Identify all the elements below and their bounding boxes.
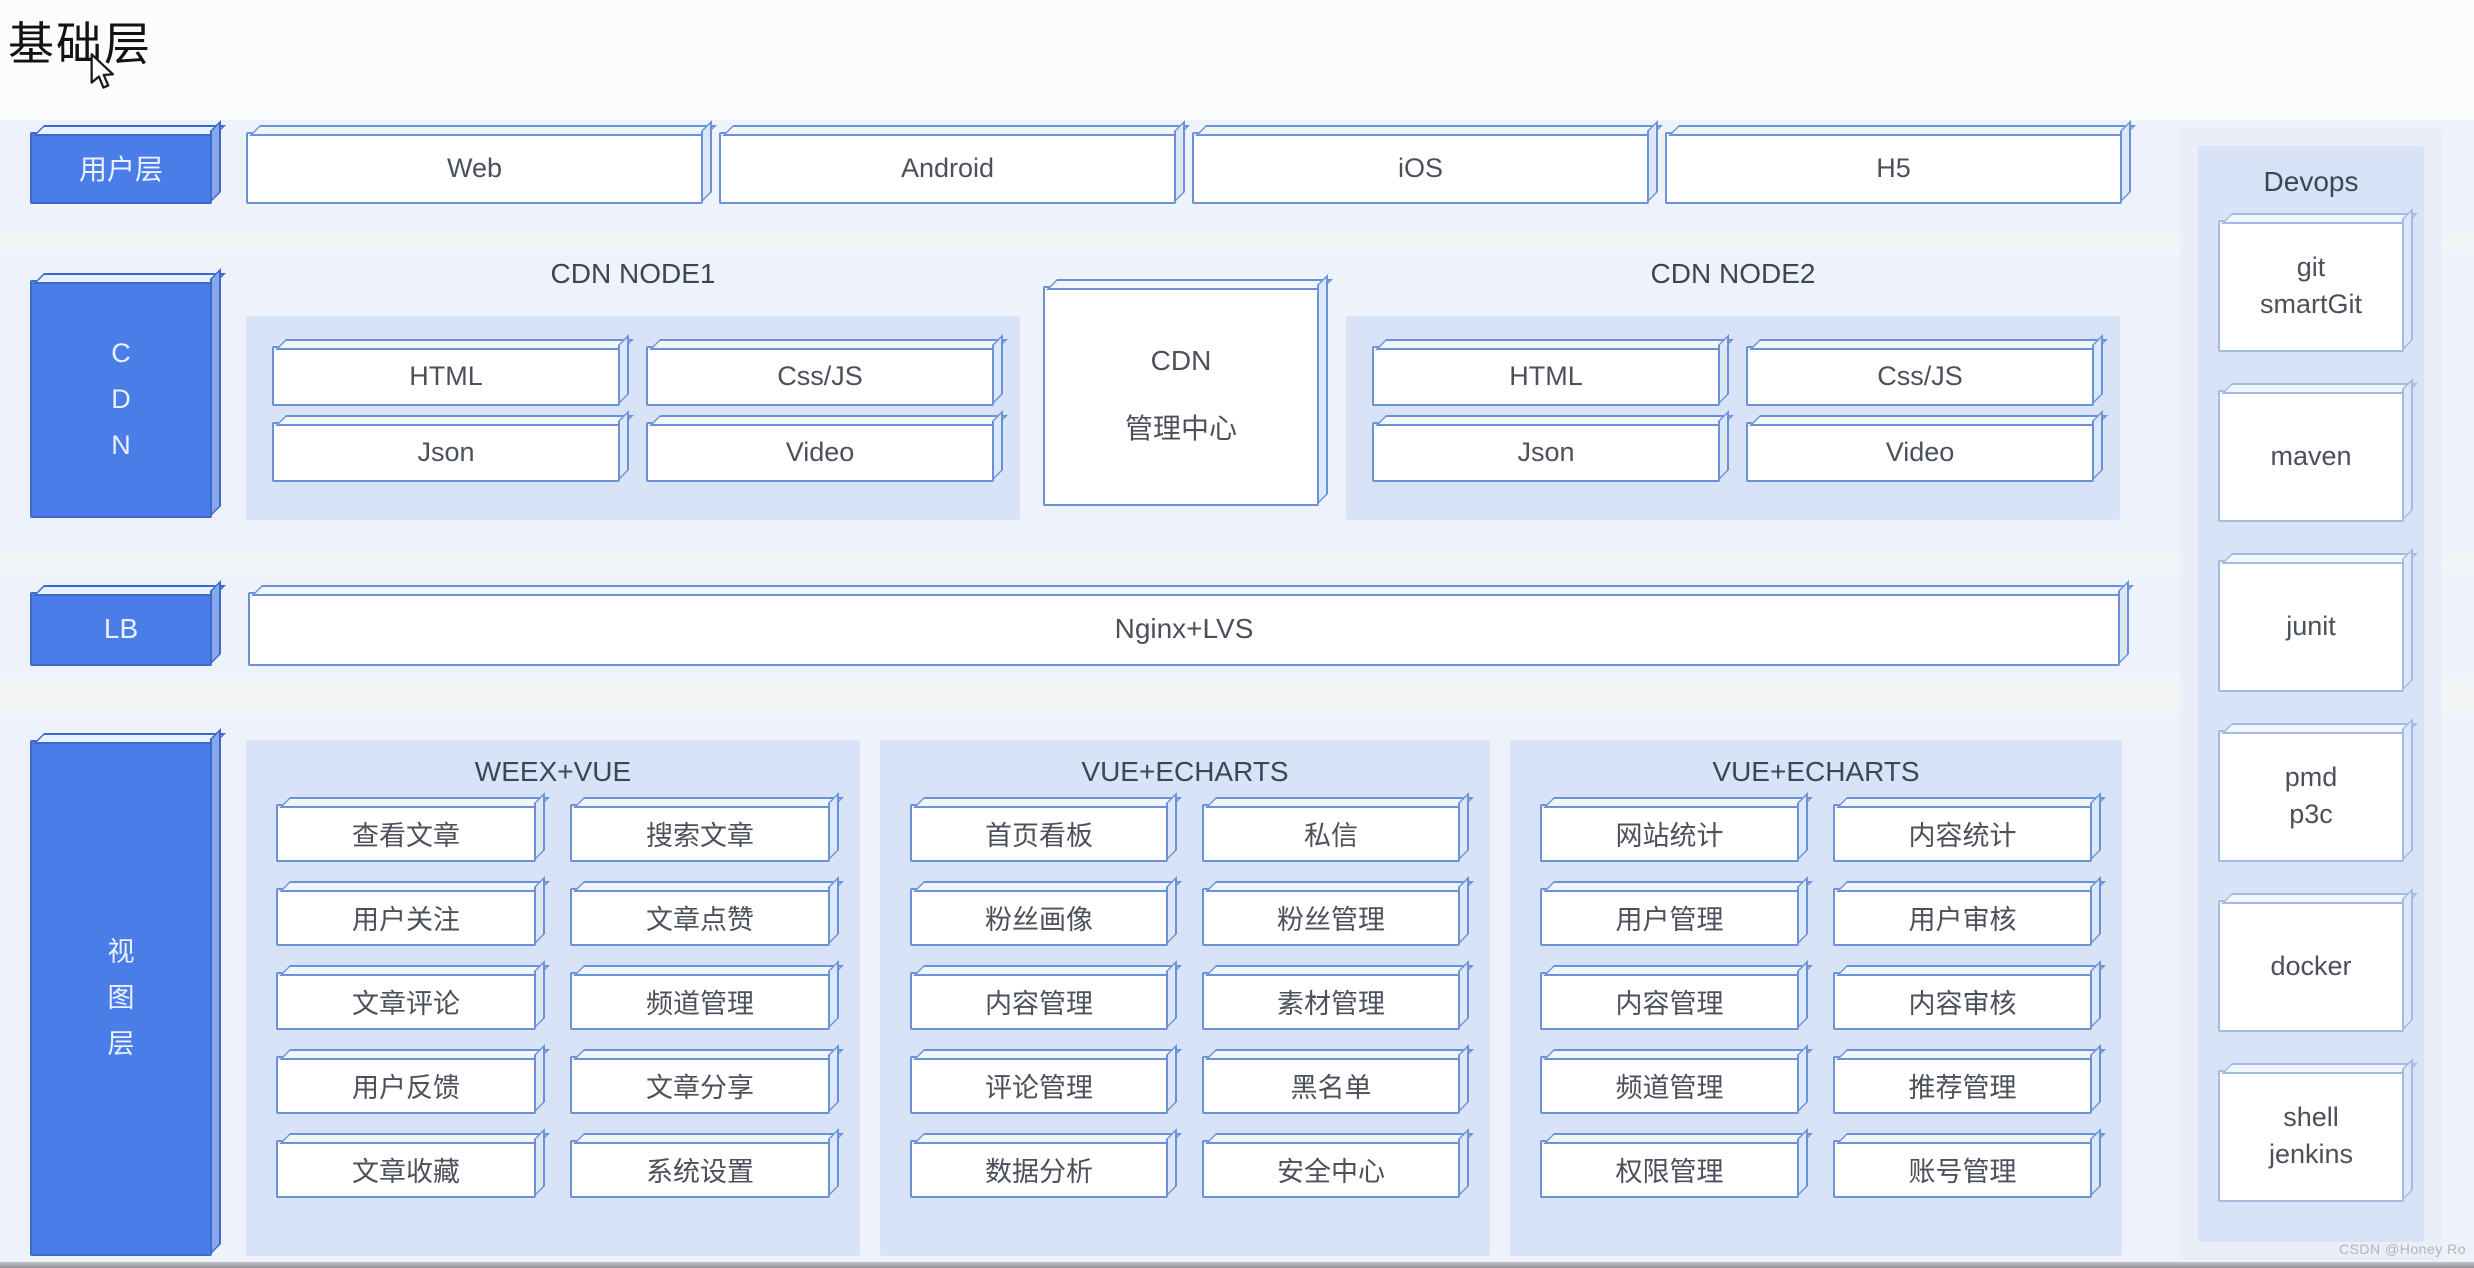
view-box: 文章评论 [276,972,536,1030]
csdn-watermark: CSDN @Honey Ro [2338,1241,2466,1257]
view-box: 频道管理 [570,972,830,1030]
cdn-node1-grid: HTML Css/JS Json Video [246,316,1020,512]
view-box: 搜索文章 [570,804,830,862]
cdn-layer-label-text: C D N [111,338,131,460]
cdn-node1-box-json: Json [272,422,620,482]
devops-box-maven: maven [2218,390,2404,522]
devops-box-docker: docker [2218,900,2404,1032]
platform-box-android: Android [719,132,1176,204]
view-box: 内容管理 [1540,972,1799,1030]
view-box: 私信 [1202,804,1460,862]
view-box: 粉丝画像 [910,888,1168,946]
view-box: 评论管理 [910,1056,1168,1114]
view-panel-weex-vue: WEEX+VUE 查看文章 搜索文章 用户关注 文章点赞 文章评论 频道管理 用… [246,740,860,1256]
view-panel-vue-echarts-1: VUE+ECHARTS 首页看板 私信 粉丝画像 粉丝管理 内容管理 素材管理 … [880,740,1490,1256]
cdn-node2-box-json: Json [1372,422,1720,482]
cdn-node2-box-cssjs: Css/JS [1746,346,2094,406]
cdn-node1-box-cssjs: Css/JS [646,346,994,406]
view-panel3-grid: 网站统计 内容统计 用户管理 用户审核 内容管理 内容审核 频道管理 推荐管理 … [1510,792,2122,1198]
view-box: 首页看板 [910,804,1168,862]
view-panel1-title: WEEX+VUE [474,756,632,787]
cdn-management-center-box: CDN 管理中心 [1043,286,1319,506]
view-panel1-grid: 查看文章 搜索文章 用户关注 文章点赞 文章评论 频道管理 用户反馈 文章分享 … [246,792,860,1198]
view-box: 频道管理 [1540,1056,1799,1114]
view-box: 数据分析 [910,1140,1168,1198]
view-box: 文章收藏 [276,1140,536,1198]
platform-box-h5: H5 [1665,132,2122,204]
devops-title: Devops [2263,166,2359,197]
cdn-node1-box-html: HTML [272,346,620,406]
user-layer-row: Web Android iOS H5 [246,132,2122,204]
cdn-node2-box-video: Video [1746,422,2094,482]
cdn-node2-grid: HTML Css/JS Json Video [1346,316,2120,512]
cdn-node1-panel: HTML Css/JS Json Video [246,316,1020,520]
view-box: 用户反馈 [276,1056,536,1114]
view-box: 安全中心 [1202,1140,1460,1198]
cdn-center-line2: 管理中心 [1124,413,1237,444]
view-box: 内容审核 [1833,972,2092,1030]
view-box: 用户管理 [1540,888,1799,946]
view-panel2-title: VUE+ECHARTS [1081,756,1289,787]
view-box: 粉丝管理 [1202,888,1460,946]
lb-layer-label-text: LB [103,613,139,644]
view-box: 网站统计 [1540,804,1799,862]
view-panel3-title: VUE+ECHARTS [1712,756,1920,787]
cdn-node2-box-html: HTML [1372,346,1720,406]
view-box: 素材管理 [1202,972,1460,1030]
section-gap [0,676,2474,714]
view-box: 文章点赞 [570,888,830,946]
devops-box-junit: junit [2218,560,2404,692]
devops-panel: Devops git smartGit maven junit pmd p3c … [2180,128,2442,1260]
view-box: 推荐管理 [1833,1056,2092,1114]
platform-box-ios: iOS [1192,132,1649,204]
view-panel2-grid: 首页看板 私信 粉丝画像 粉丝管理 内容管理 素材管理 评论管理 黑名单 数据分… [880,792,1490,1198]
view-box: 黑名单 [1202,1056,1460,1114]
user-layer-label: 用户层 [30,132,212,204]
cdn-layer-label: C D N [30,280,212,518]
view-box: 系统设置 [570,1140,830,1198]
view-panel-vue-echarts-2: VUE+ECHARTS 网站统计 内容统计 用户管理 用户审核 内容管理 内容审… [1510,740,2122,1256]
mouse-cursor-icon [86,52,120,97]
page-title: 基础层 [8,18,152,70]
view-box: 用户审核 [1833,888,2092,946]
view-box: 用户关注 [276,888,536,946]
user-layer-label-text: 用户层 [78,154,163,185]
devops-panel-inner: Devops git smartGit maven junit pmd p3c … [2198,146,2424,1242]
section-gap [0,554,2474,574]
devops-box-git-smartgit: git smartGit [2218,220,2404,352]
cdn-node1-box-video: Video [646,422,994,482]
view-box: 内容管理 [910,972,1168,1030]
devops-box-shell-jenkins: shell jenkins [2218,1070,2404,1202]
view-box: 权限管理 [1540,1140,1799,1198]
devops-box-pmd-p3c: pmd p3c [2218,730,2404,862]
view-layer-label-text: 视 图 层 [107,937,135,1059]
section-gap [0,234,2474,252]
bottom-edge-bar [0,1262,2474,1268]
cdn-node2-title: CDN NODE2 [1650,258,1816,289]
platform-box-web: Web [246,132,703,204]
view-box: 文章分享 [570,1056,830,1114]
devops-boxes: git smartGit maven junit pmd p3c docker … [2198,198,2424,1202]
cdn-node1-title: CDN NODE1 [550,258,716,289]
cdn-center-line1: CDN [1150,345,1212,376]
nginx-lvs-box: Nginx+LVS [248,592,2120,666]
view-box: 内容统计 [1833,804,2092,862]
lb-layer-label: LB [30,592,212,666]
view-box: 账号管理 [1833,1140,2092,1198]
view-box: 查看文章 [276,804,536,862]
cdn-node2-panel: HTML Css/JS Json Video [1346,316,2120,520]
view-layer-label: 视 图 层 [30,740,212,1256]
